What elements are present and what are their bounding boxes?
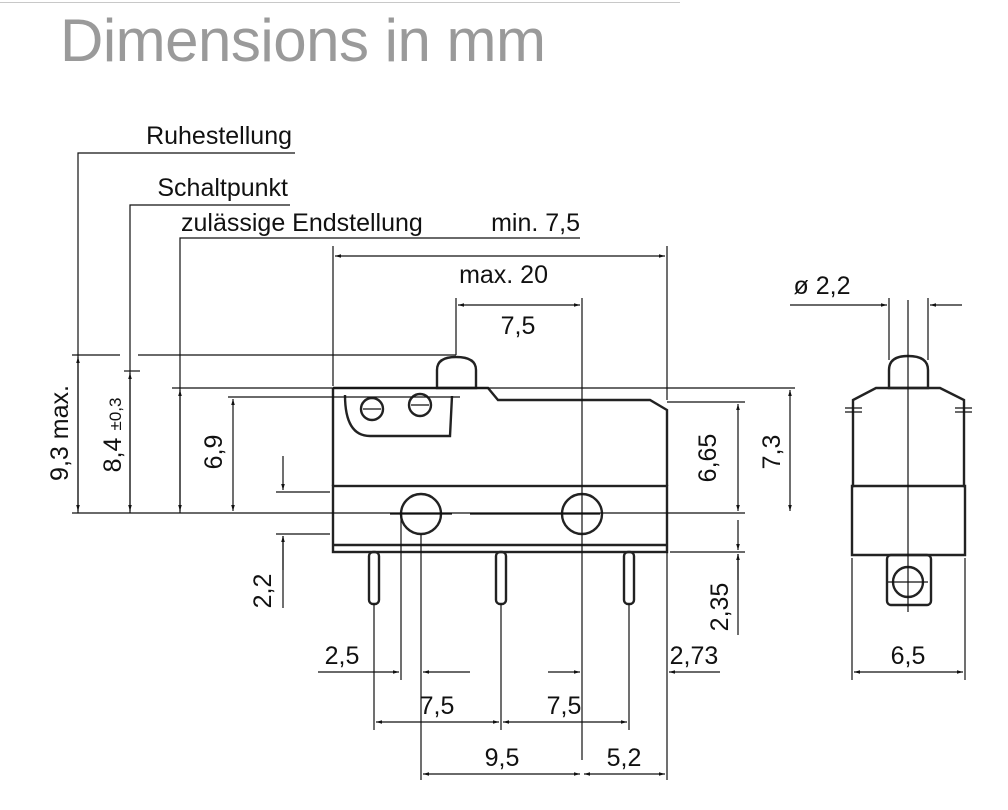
terminal-2 <box>494 550 508 606</box>
dimension-labels: Ruhestellung Schaltpunkt zulässige Endst… <box>46 122 925 772</box>
side-terminal <box>885 553 933 607</box>
label-height-max: 9,3 max. <box>46 385 74 481</box>
label-max-length: max. 20 <box>459 261 548 289</box>
front-dimensions <box>72 152 795 780</box>
label-plunger-offset: 7,5 <box>501 312 536 340</box>
terminal-3 <box>622 550 636 606</box>
label-right-edge: 2,73 <box>670 642 719 670</box>
label-end-position: zulässige Endstellung <box>181 209 423 237</box>
plunger <box>435 355 478 390</box>
label-terminal-length: 2,35 <box>706 583 734 632</box>
terminal-1 <box>367 550 381 606</box>
label-hole-diameter: ø 2,2 <box>794 272 851 300</box>
label-pin-edge: 2,5 <box>325 642 360 670</box>
switch-side-view <box>790 298 972 680</box>
label-total-height: 7,3 <box>758 435 786 470</box>
label-pin-pitch-2: 7,5 <box>547 692 582 720</box>
rivet-1 <box>359 396 385 422</box>
body-lower <box>331 484 669 554</box>
label-width: 6,5 <box>891 642 926 670</box>
label-switching-point: Schaltpunkt <box>157 174 288 202</box>
label-body-height: 6,65 <box>694 434 722 483</box>
label-pin-pitch-1: 7,5 <box>420 692 455 720</box>
header-rule <box>0 2 680 3</box>
label-edge-offset: 5,2 <box>607 744 642 772</box>
label-end-position-value: min. 7,5 <box>491 209 580 237</box>
label-end-height: 6,9 <box>200 435 228 470</box>
label-switch-height: 8,4 <box>99 438 127 473</box>
label-rest-position: Ruhestellung <box>146 122 292 150</box>
label-hole-offset: 2,2 <box>249 574 277 609</box>
lever-slot <box>343 394 454 438</box>
label-switch-tolerance: ±0,3 <box>106 398 125 431</box>
rivet-2 <box>407 392 433 418</box>
page-title: Dimensions in mm <box>60 7 546 74</box>
switch-front-view <box>331 355 669 606</box>
label-hole-pitch: 9,5 <box>485 744 520 772</box>
